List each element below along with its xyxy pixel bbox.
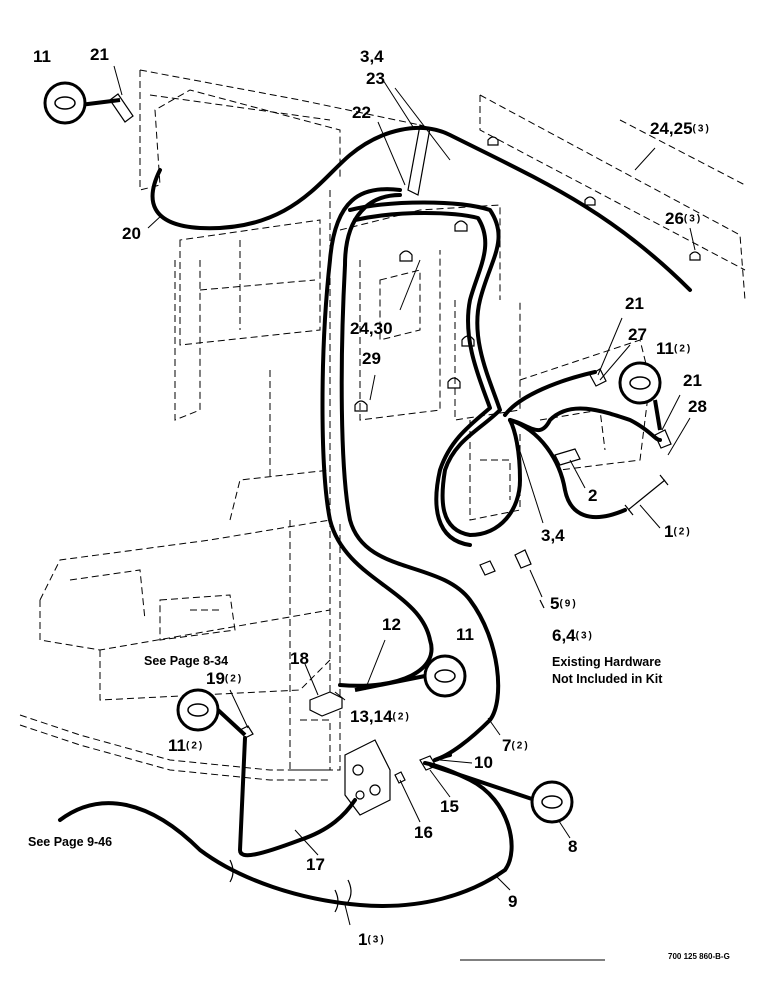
existing-hardware-line-2: Not Included in Kit <box>552 671 663 686</box>
callout-7-number: 7 <box>502 736 512 755</box>
callout-5-number: 5 <box>550 594 560 613</box>
callout-11-left: 11(2) <box>168 737 204 754</box>
callout-12: 12 <box>382 615 401 634</box>
see-page-8-34-note: See Page 8-34 <box>144 654 229 668</box>
callout-11-right-qty: (2) <box>673 343 693 355</box>
callout-29: 29 <box>362 349 381 368</box>
callout-10: 10 <box>474 753 493 772</box>
callout-6-4: 6,4(3) <box>552 627 594 644</box>
callout-6-4-qty: (3) <box>575 630 594 642</box>
drawing-number: 700 125 860-B-G <box>668 952 730 961</box>
callout-24-25-qty: (3) <box>692 123 711 135</box>
callout-13-14: 13,14(2) <box>350 708 411 725</box>
callout-2: 2 <box>588 486 598 505</box>
callout-26: 26(3) <box>665 210 702 227</box>
callout-26-qty: (3) <box>683 213 703 225</box>
callout-19-qty: (2) <box>224 673 244 685</box>
callout-11-left-qty: (2) <box>185 740 205 752</box>
callout-24-30: 24,30 <box>350 319 393 338</box>
callout-23: 23 <box>366 69 385 88</box>
callout-26-number: 26 <box>665 209 684 228</box>
callout-1-bottom-number: 1 <box>358 930 368 949</box>
callout-18: 18 <box>290 649 309 668</box>
callout-11-right: 11(2) <box>656 340 692 357</box>
ring-callouts <box>43 81 662 824</box>
callout-21-right-upper: 21 <box>625 294 644 313</box>
existing-hardware-line-1: Existing Hardware <box>552 655 662 669</box>
callout-19-number: 19 <box>206 669 225 688</box>
hardware-details <box>109 93 701 913</box>
callout-28: 28 <box>688 397 707 416</box>
callout-5-qty: (9) <box>559 598 578 610</box>
leader-lines <box>113 65 696 961</box>
callout-11-left-number: 11 <box>168 736 186 755</box>
callout-19: 19(2) <box>206 670 243 687</box>
callout-3-4-top: 3,4 <box>360 47 384 66</box>
callout-15: 15 <box>440 797 459 816</box>
callout-13-14-qty: (2) <box>392 711 411 723</box>
callout-27: 27 <box>628 325 647 344</box>
callout-5: 5(9) <box>550 595 578 612</box>
callout-13-14-number: 13,14 <box>350 707 393 726</box>
callout-7: 7(2) <box>502 737 530 754</box>
callout-1-bottom: 1(3) <box>358 931 386 948</box>
callout-11-top-left: 11 <box>33 47 51 66</box>
callout-1-right: 1(2) <box>664 523 692 540</box>
callout-22: 22 <box>352 103 371 122</box>
callout-9: 9 <box>508 892 518 911</box>
callout-6-4-number: 6,4 <box>552 626 576 645</box>
hydraulic-hoses <box>58 126 692 908</box>
callout-16: 16 <box>414 823 433 842</box>
callout-11-middle: 11 <box>456 625 474 644</box>
callout-8: 8 <box>568 837 578 856</box>
callout-24-25: 24,25(3) <box>650 120 711 137</box>
callout-3-4-middle: 3,4 <box>541 526 565 545</box>
machine-frame-outline <box>19 69 746 781</box>
existing-hardware-note: Existing Hardware Not Included in Kit <box>552 654 662 688</box>
callout-7-qty: (2) <box>511 740 530 752</box>
callout-17: 17 <box>306 855 325 874</box>
callout-21-right-lower: 21 <box>683 371 702 390</box>
see-page-9-46-note: See Page 9-46 <box>28 835 113 849</box>
callout-24-25-number: 24,25 <box>650 119 693 138</box>
callout-21-top-left: 21 <box>90 45 109 64</box>
callout-20: 20 <box>122 224 141 243</box>
callout-1-right-qty: (2) <box>673 526 692 538</box>
callout-11-right-number: 11 <box>656 339 674 358</box>
callout-1-bottom-qty: (3) <box>367 934 386 946</box>
callout-1-right-number: 1 <box>664 522 674 541</box>
